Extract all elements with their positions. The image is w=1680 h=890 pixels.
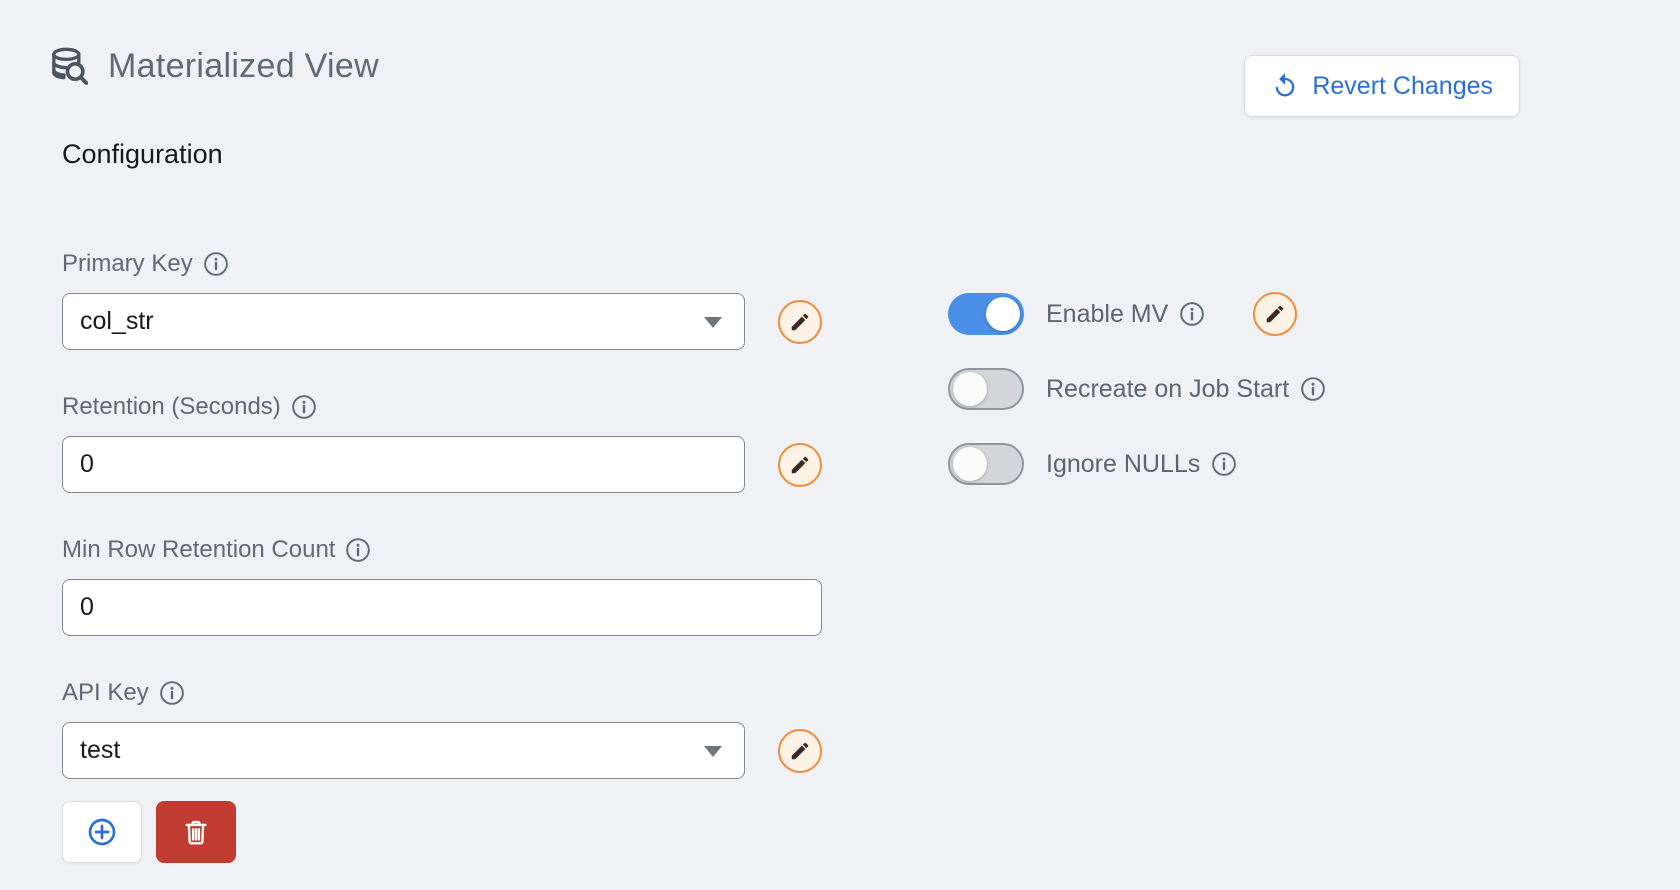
page-header: Materialized View	[48, 46, 379, 86]
api-key-dropdown[interactable]: test	[62, 722, 745, 779]
retention-seconds-input[interactable]	[63, 437, 744, 492]
api-key-label: API Key	[62, 679, 149, 706]
info-icon[interactable]	[1300, 376, 1326, 402]
pencil-icon	[1264, 303, 1286, 325]
primary-key-value: col_str	[80, 307, 154, 335]
pencil-icon	[789, 454, 811, 476]
circle-plus-icon	[86, 816, 118, 848]
enable-mv-edit-button[interactable]	[1253, 292, 1298, 336]
pencil-icon	[789, 311, 811, 333]
control-row: test	[62, 722, 822, 779]
field-group-retention-seconds: Retention (Seconds)	[62, 394, 822, 493]
api-key-edit-button[interactable]	[778, 728, 822, 773]
field-label-row: Min Row Retention Count	[62, 537, 822, 563]
toggle-knob	[953, 447, 987, 481]
info-icon[interactable]	[345, 537, 371, 563]
retention-seconds-edit-button[interactable]	[778, 442, 822, 487]
retention-seconds-field	[62, 436, 745, 493]
delete-api-key-button[interactable]	[156, 801, 236, 863]
field-label-row: API Key	[62, 680, 822, 706]
configuration-form: Primary Key col_str	[62, 251, 822, 863]
min-row-retention-count-field	[62, 579, 822, 636]
info-icon[interactable]	[1179, 301, 1205, 327]
database-search-icon	[48, 46, 89, 86]
enable-mv-label: Enable MV	[1046, 299, 1169, 328]
retention-seconds-label: Retention (Seconds)	[62, 393, 281, 420]
add-api-key-button[interactable]	[62, 801, 142, 863]
toggle-row-enable-mv: Enable MV	[948, 292, 1326, 336]
pencil-icon	[789, 740, 811, 762]
field-group-api-key: API Key test	[62, 680, 822, 863]
min-row-retention-count-input[interactable]	[63, 580, 821, 635]
control-row	[62, 579, 822, 636]
field-label-row: Retention (Seconds)	[62, 394, 822, 420]
info-icon[interactable]	[203, 251, 229, 277]
control-row	[62, 436, 822, 493]
trash-icon	[181, 817, 211, 847]
field-group-min-row-retention-count: Min Row Retention Count	[62, 537, 822, 636]
info-icon[interactable]	[159, 680, 185, 706]
info-icon[interactable]	[291, 394, 317, 420]
section-heading: Configuration	[62, 139, 223, 169]
toggle-column: Enable MV Recreate on Job St	[948, 292, 1326, 518]
control-row: col_str	[62, 293, 822, 350]
caret-down-icon	[704, 745, 722, 757]
toggle-row-ignore-nulls: Ignore NULLs	[948, 443, 1326, 485]
recreate-on-job-start-label: Recreate on Job Start	[1046, 374, 1290, 403]
ignore-nulls-label: Ignore NULLs	[1046, 449, 1201, 478]
revert-changes-label: Revert Changes	[1312, 71, 1493, 100]
toggle-knob	[986, 297, 1020, 331]
revert-changes-button[interactable]: Revert Changes	[1244, 55, 1520, 117]
toggle-knob	[953, 372, 987, 406]
revert-icon	[1271, 72, 1299, 100]
info-icon[interactable]	[1211, 451, 1237, 477]
recreate-on-job-start-toggle[interactable]	[948, 368, 1024, 410]
primary-key-label: Primary Key	[62, 250, 193, 277]
api-key-row-actions	[62, 801, 822, 863]
field-label-row: Primary Key	[62, 251, 822, 277]
api-key-value: test	[80, 736, 121, 764]
primary-key-edit-button[interactable]	[778, 299, 822, 344]
ignore-nulls-toggle[interactable]	[948, 443, 1024, 485]
caret-down-icon	[704, 316, 722, 328]
toggle-row-recreate-on-job-start: Recreate on Job Start	[948, 368, 1326, 410]
page-title: Materialized View	[108, 46, 379, 85]
min-row-retention-count-label: Min Row Retention Count	[62, 536, 336, 563]
field-group-primary-key: Primary Key col_str	[62, 251, 822, 350]
enable-mv-toggle[interactable]	[948, 293, 1024, 335]
primary-key-dropdown[interactable]: col_str	[62, 293, 745, 350]
